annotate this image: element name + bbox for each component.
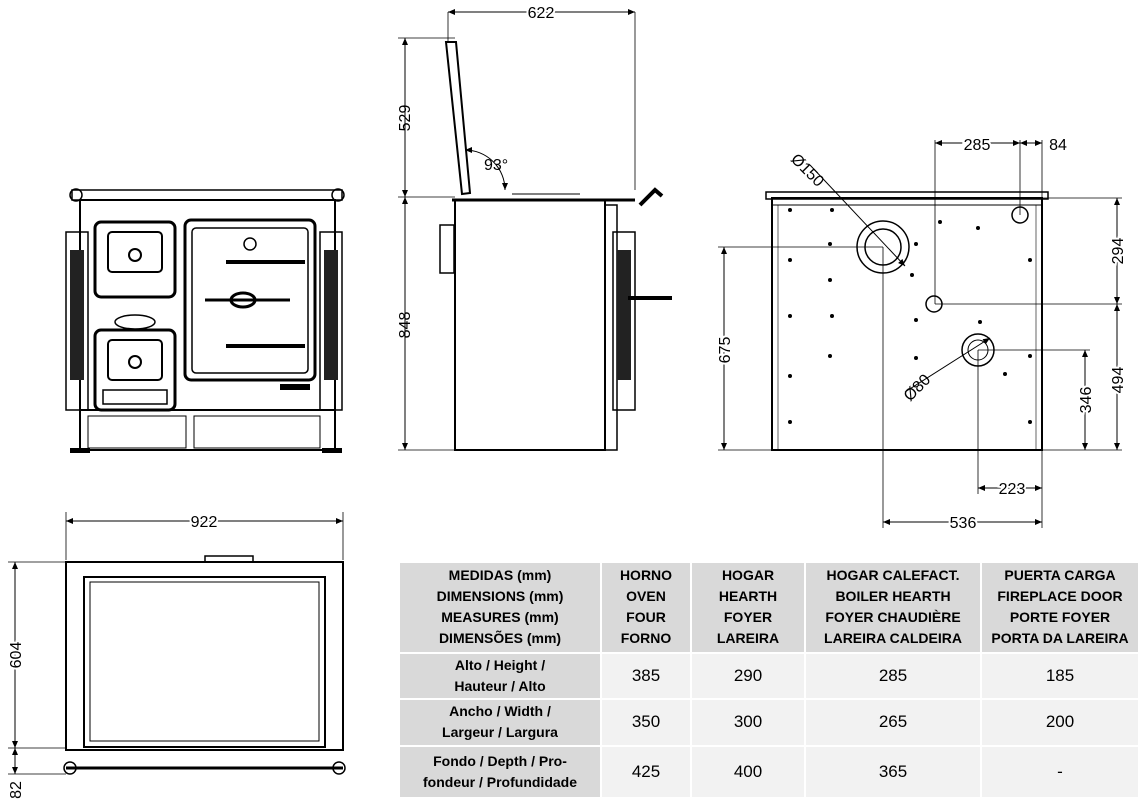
row-label-depth: Fondo / Depth / Pro-fondeur / Profundida… [398, 744, 602, 800]
cell-oven-width: 350 [600, 698, 692, 747]
row-label-width: Ancho / Width /Largeur / Largura [398, 698, 602, 747]
side-view [398, 9, 672, 451]
dim-84: 84 [1049, 137, 1067, 154]
table-row-depth: Fondo / Depth / Pro-fondeur / Profundida… [398, 744, 1139, 800]
cell-boiler-width: 265 [804, 698, 982, 747]
dim-529: 529 [397, 105, 414, 132]
cell-hearth-height: 290 [690, 651, 806, 701]
dim-93-angle: 93° [484, 157, 508, 174]
header-measures: MEDIDAS (mm)DIMENSIONS (mm)MEASURES (mm)… [398, 561, 602, 654]
row-label-height: Alto / Height /Hauteur / Alto [398, 651, 602, 701]
cell-door-depth: - [980, 744, 1139, 800]
dim-294: 294 [1110, 238, 1127, 265]
cell-oven-height: 385 [600, 651, 692, 701]
cell-boiler-height: 285 [804, 651, 982, 701]
back-view [718, 140, 1122, 528]
table-header-row: MEDIDAS (mm)DIMENSIONS (mm)MEASURES (mm)… [398, 561, 1139, 654]
cell-boiler-depth: 365 [804, 744, 982, 800]
cell-door-width: 200 [980, 698, 1139, 747]
dim-675: 675 [717, 337, 734, 364]
table-row-height: Alto / Height /Hauteur / Alto 385 290 28… [398, 651, 1139, 701]
dim-922: 922 [191, 514, 218, 531]
top-view [8, 512, 346, 775]
cell-hearth-width: 300 [690, 698, 806, 747]
front-view [65, 188, 345, 453]
cell-oven-depth: 425 [600, 744, 692, 800]
dim-346: 346 [1078, 387, 1095, 414]
dim-536: 536 [950, 515, 977, 532]
dim-848: 848 [397, 312, 414, 339]
cell-hearth-depth: 400 [690, 744, 806, 800]
dim-622: 622 [528, 5, 555, 22]
dim-82: 82 [8, 781, 25, 799]
dimensions-table: MEDIDAS (mm)DIMENSIONS (mm)MEASURES (mm)… [398, 561, 1139, 800]
dim-285: 285 [964, 137, 991, 154]
dim-604: 604 [8, 642, 25, 669]
cell-door-height: 185 [980, 651, 1139, 701]
dim-494: 494 [1110, 367, 1127, 394]
dim-223: 223 [999, 481, 1026, 498]
dim-diameter-150: Ø150 [787, 151, 827, 191]
table-row-width: Ancho / Width /Largeur / Largura 350 300… [398, 698, 1139, 747]
